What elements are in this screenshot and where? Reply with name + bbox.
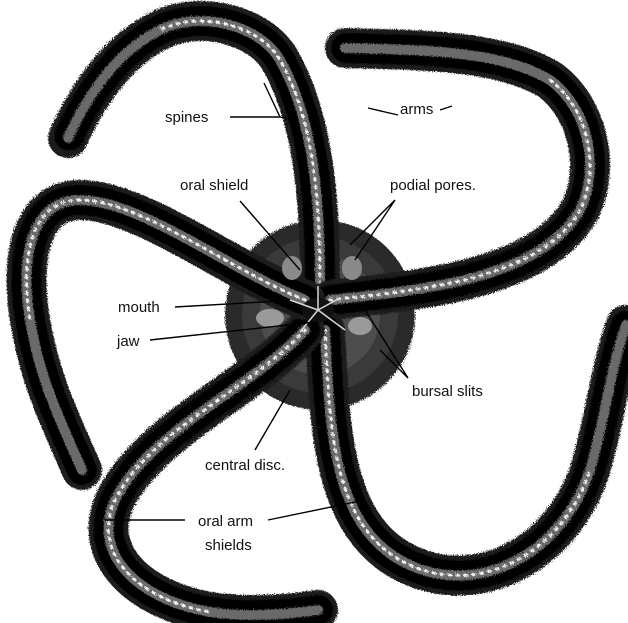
label-podial-pores: podial pores. (390, 177, 476, 194)
label-arms: arms (400, 101, 433, 118)
label-mouth: mouth (118, 299, 160, 316)
leader-central-disc (255, 390, 290, 450)
label-oral-arm-shields-line1: oral arm (198, 513, 253, 530)
label-oral-shield: oral shield (180, 177, 248, 194)
label-bursal-slits: bursal slits (412, 383, 483, 400)
label-central-disc: central disc. (205, 457, 285, 474)
label-oral-arm-shields-line2: shields (205, 537, 252, 554)
label-jaw: jaw (116, 333, 140, 350)
label-spines: spines (165, 109, 208, 126)
